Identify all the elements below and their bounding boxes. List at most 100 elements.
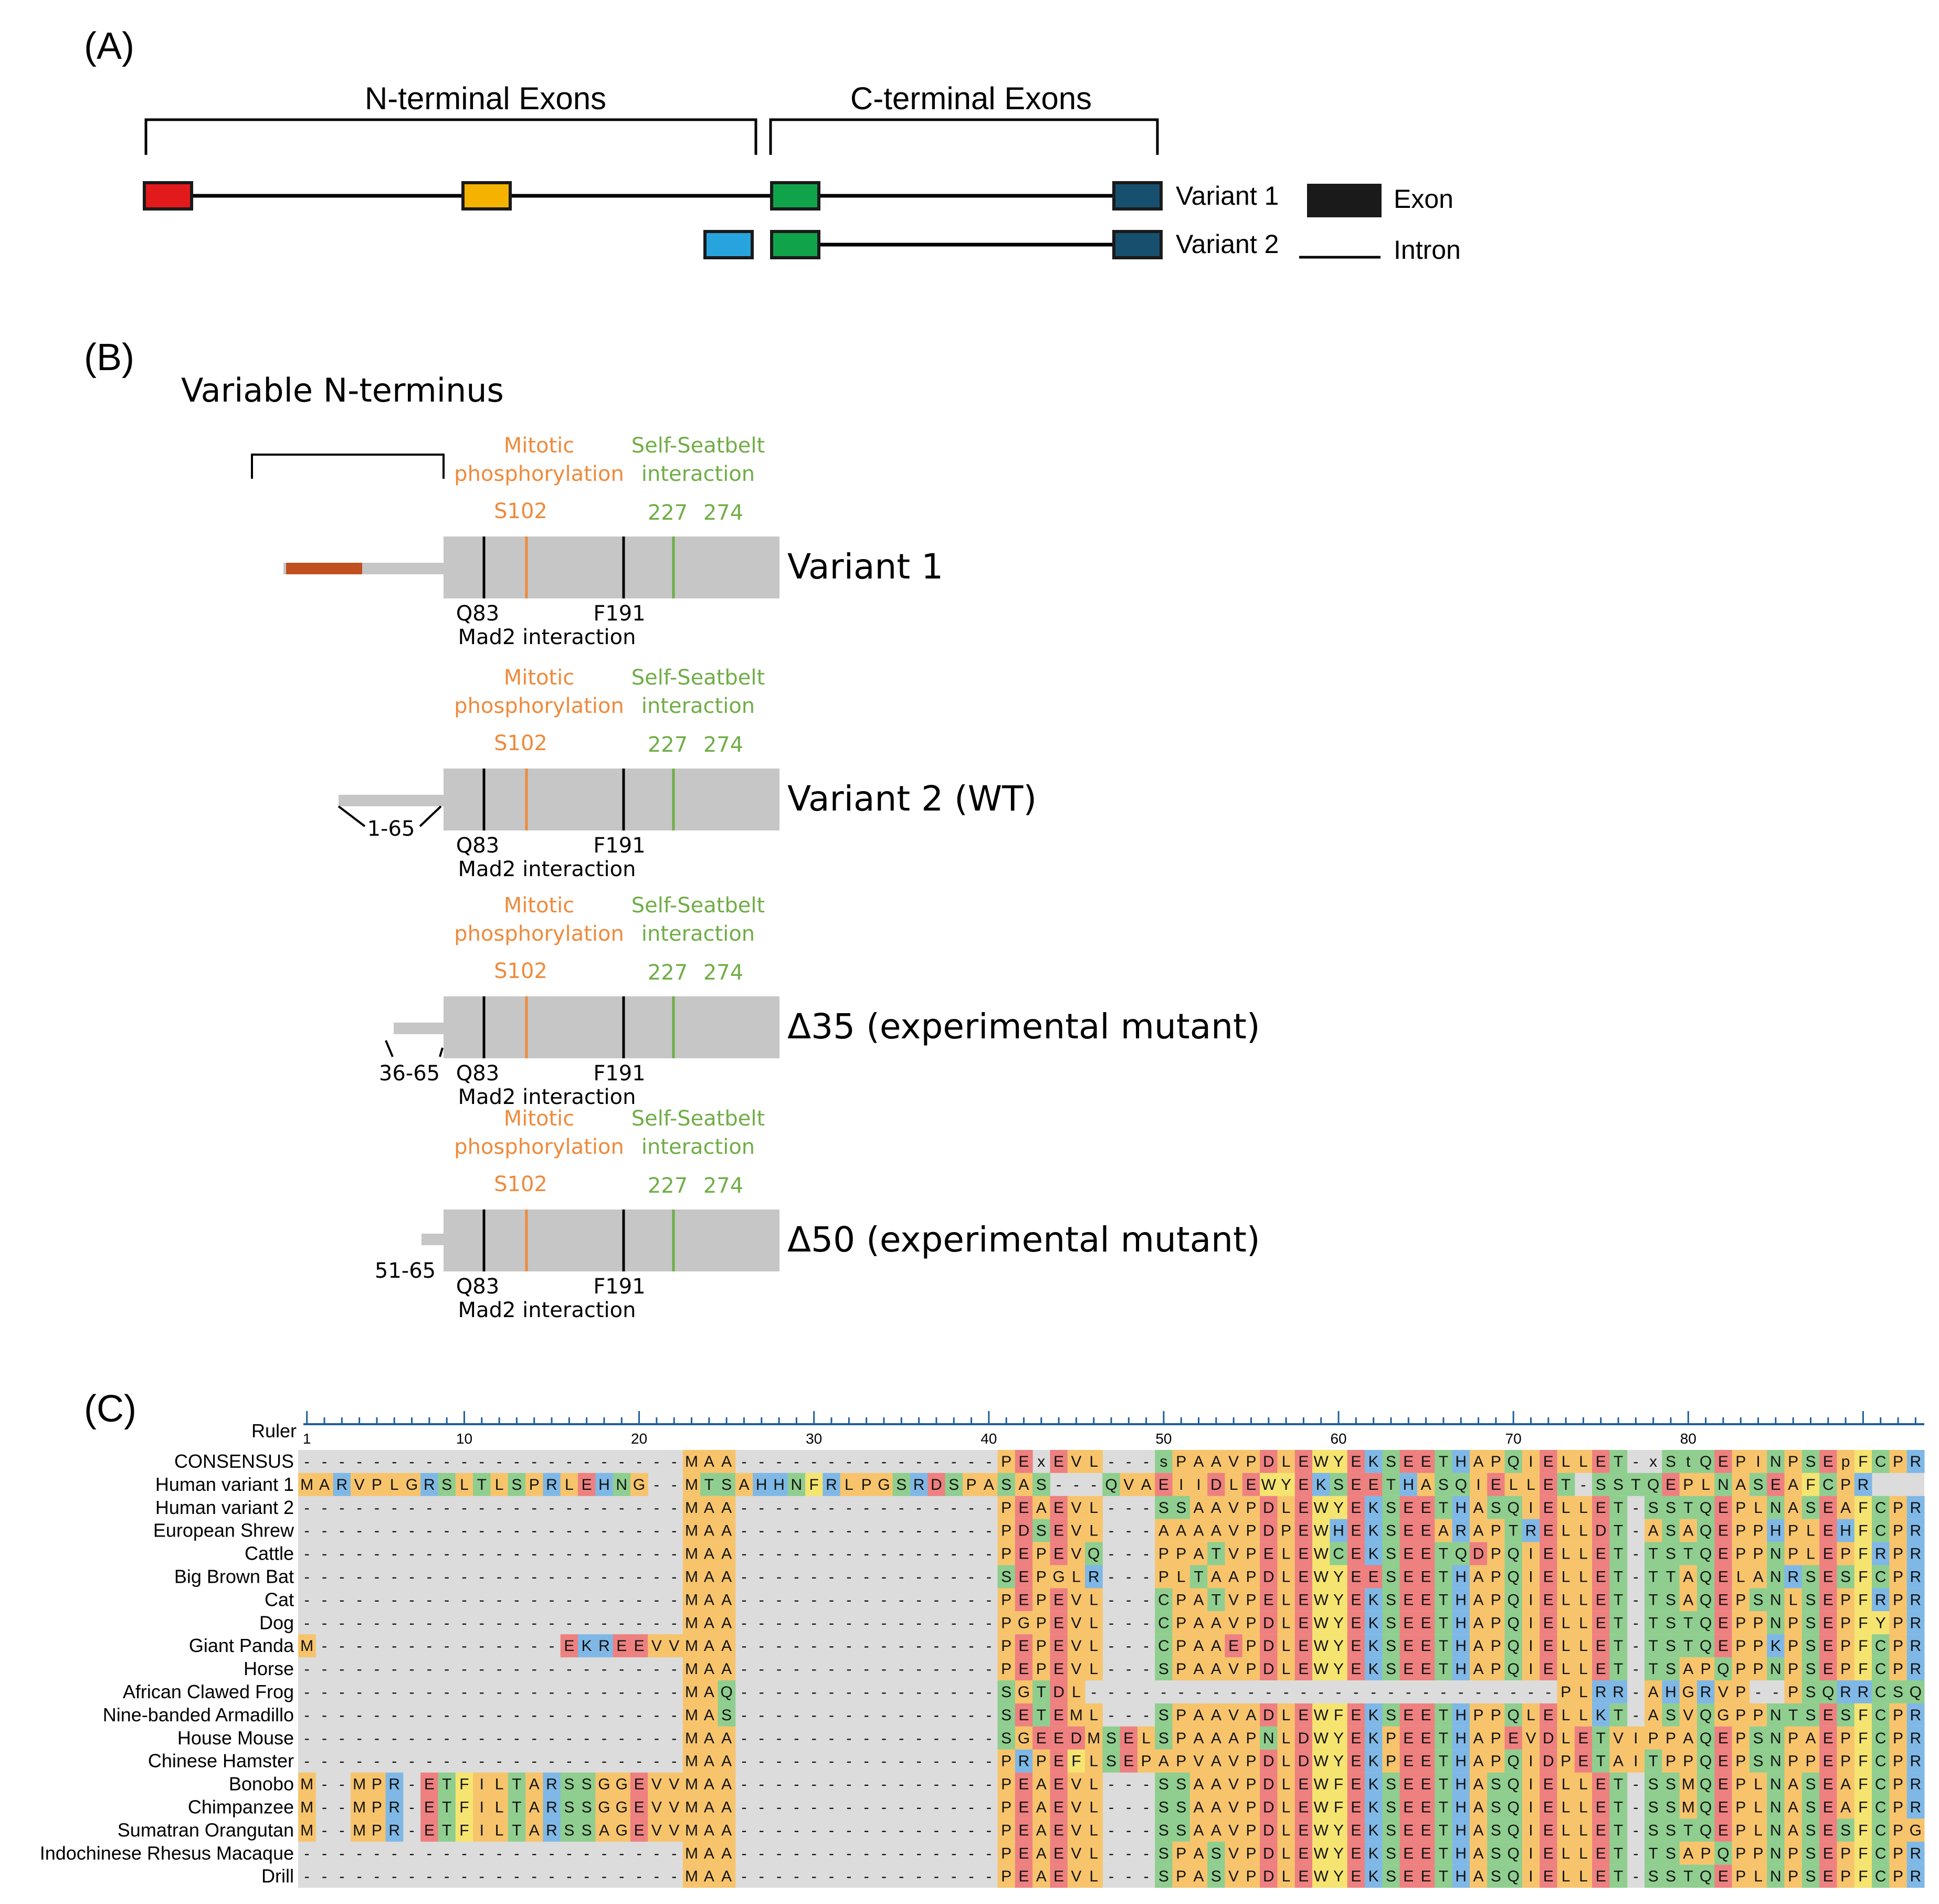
residue-cell [508, 1772, 526, 1796]
residue-letter: E [1298, 1614, 1309, 1632]
residue-cell [1312, 1703, 1330, 1727]
residue-letter: L [1562, 1522, 1571, 1540]
residue-letter: V [669, 1637, 679, 1655]
residue-letter: E [1351, 1476, 1361, 1493]
residue-letter: - [1266, 1684, 1271, 1701]
residue-cell [1155, 1657, 1173, 1680]
residue-letter: C [1875, 1637, 1887, 1655]
residue-letter: - [497, 1568, 502, 1585]
residue-letter: - [951, 1660, 956, 1678]
residue-letter: E [1053, 1868, 1064, 1885]
residue-cell [1592, 1565, 1610, 1589]
residue-letter: S [1158, 1730, 1169, 1747]
residue-cell [1365, 1588, 1383, 1612]
residue-cell [1032, 1726, 1050, 1750]
residue-cell [560, 1472, 578, 1496]
residue-letter: - [846, 1453, 851, 1470]
residue-cell [403, 1472, 421, 1496]
residue-letter: - [899, 1660, 904, 1678]
residue-cell [490, 1795, 509, 1819]
residue-letter: T [1614, 1822, 1623, 1839]
residue-letter: - [444, 1545, 449, 1563]
residue-letter: - [829, 1822, 834, 1839]
residue-cell [1417, 1795, 1435, 1819]
residue-cell [997, 1450, 1016, 1473]
residue-letter: F [1334, 1798, 1343, 1816]
residue-letter: M [300, 1798, 313, 1816]
residue-cell [490, 1818, 509, 1842]
residue-cell [1207, 1611, 1226, 1635]
residue-letter: L [1806, 1545, 1815, 1563]
residue-cell [1801, 1772, 1820, 1796]
residue-letter: R [1910, 1776, 1922, 1793]
residue-cell [682, 1472, 701, 1496]
residue-letter: E [1123, 1753, 1134, 1770]
residue-letter: E [1823, 1660, 1833, 1678]
residue-letter: A [704, 1522, 714, 1540]
residue-letter: K [1771, 1637, 1781, 1655]
residue-letter: A [1194, 1707, 1204, 1724]
pos-227-label: 227 [648, 733, 688, 757]
residue-letter: F [459, 1798, 469, 1816]
residue-cell [1347, 1611, 1365, 1635]
residue-letter: R [388, 1776, 400, 1793]
residue-letter: P [1788, 1453, 1798, 1470]
residue-letter: E [1298, 1568, 1309, 1585]
residue-letter: - [864, 1753, 869, 1770]
residue-letter: A [1788, 1822, 1798, 1839]
residue-letter: M [685, 1845, 698, 1862]
residue-cell [438, 1795, 456, 1819]
residue-cell [1225, 1634, 1243, 1658]
residue-letter: V [1228, 1522, 1239, 1540]
residue-letter: E [634, 1637, 645, 1655]
residue-letter: - [846, 1822, 851, 1839]
residue-letter: E [1823, 1707, 1833, 1724]
residue-letter: - [357, 1684, 362, 1701]
residue-letter: R [336, 1476, 347, 1493]
residue-cell [560, 1772, 578, 1796]
residue-letter: I [1529, 1822, 1533, 1839]
residue-letter: W [1314, 1776, 1329, 1793]
residue-cell [1645, 1795, 1662, 1819]
residue-letter: P [1491, 1660, 1501, 1678]
residue-cell [1312, 1565, 1330, 1589]
residue-cell [1592, 1519, 1610, 1542]
residue-letter: L [1282, 1591, 1291, 1608]
residue-cell [1102, 1749, 1121, 1773]
panel-c-label: (C) [84, 1388, 136, 1430]
residue-letter: - [654, 1845, 659, 1862]
residue-letter: - [1109, 1707, 1114, 1724]
residue-letter: M [353, 1798, 366, 1816]
residue-letter: I [1529, 1568, 1533, 1585]
residue-cell [473, 1818, 491, 1842]
residue-cell [1032, 1565, 1050, 1589]
residue-letter: - [829, 1660, 834, 1678]
residue-letter: - [339, 1637, 344, 1655]
residue-cell [1522, 1657, 1540, 1680]
residue-letter: P [1001, 1822, 1011, 1839]
residue-letter: P [1036, 1568, 1047, 1585]
residue-cell [1714, 1772, 1733, 1796]
residue-cell [1522, 1519, 1540, 1542]
residue-letter: - [864, 1798, 869, 1816]
residue-letter: V [1718, 1684, 1729, 1701]
residue-cell [1889, 1496, 1908, 1519]
residue-cell [1452, 1634, 1470, 1658]
residue-cell [1330, 1703, 1348, 1727]
residue-letter: S [1386, 1522, 1396, 1540]
residue-letter: - [637, 1684, 642, 1701]
residue-letter: - [549, 1868, 554, 1885]
residue-letter: - [846, 1545, 851, 1563]
residue-letter: A [529, 1798, 540, 1816]
species-name: Indochinese Rhesus Macaque [40, 1842, 294, 1864]
residue-letter: A [1228, 1730, 1239, 1747]
residue-letter: - [409, 1707, 415, 1724]
residue-letter: S [1753, 1730, 1764, 1747]
residue-letter: A [1683, 1730, 1693, 1747]
residue-cell [1189, 1588, 1208, 1612]
residue-letter: - [514, 1499, 519, 1517]
residue-letter: - [497, 1614, 502, 1632]
residue-letter: - [1056, 1476, 1061, 1493]
residue-letter: R [826, 1476, 837, 1493]
residue-cell [1679, 1496, 1698, 1519]
